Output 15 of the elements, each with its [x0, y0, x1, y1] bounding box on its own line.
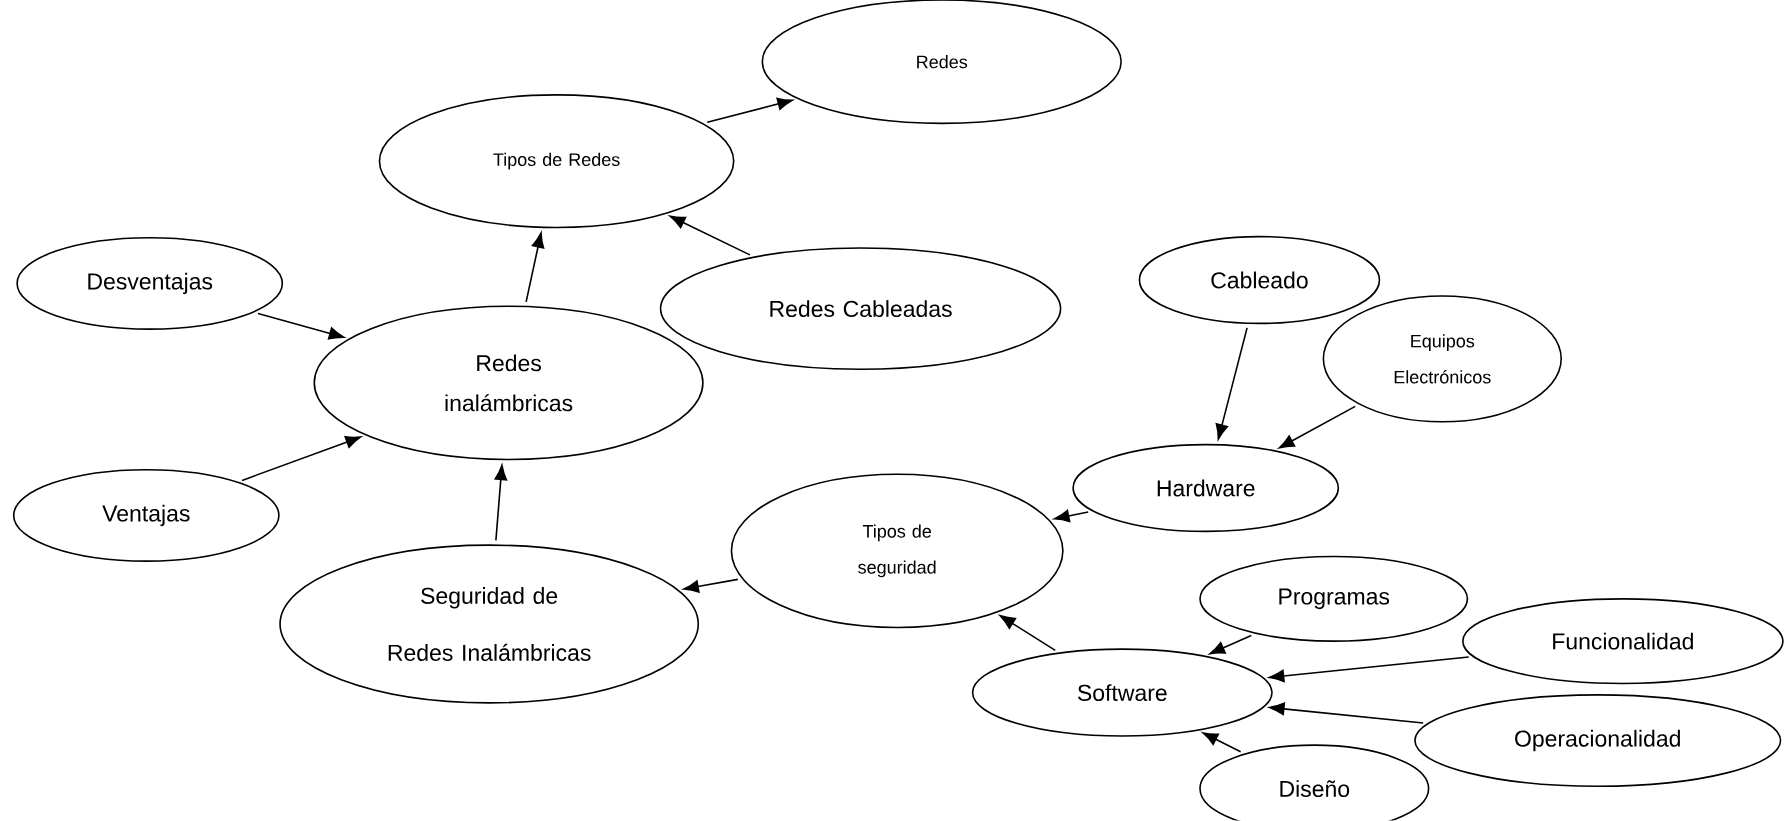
- arrow: [683, 578, 739, 594]
- arrow: [999, 615, 1057, 652]
- arrow: [1202, 732, 1242, 753]
- arrow: [494, 464, 508, 542]
- arrow: [1278, 405, 1357, 449]
- arrow: [257, 312, 345, 340]
- arrow: [1268, 656, 1470, 683]
- arrow: [706, 97, 793, 124]
- arrow: [1209, 634, 1253, 655]
- arrow: [1215, 327, 1248, 440]
- arrow: [1053, 509, 1089, 523]
- arrow: [1269, 702, 1424, 724]
- arrow: [241, 436, 362, 482]
- arrow: [525, 232, 545, 303]
- arrow: [669, 215, 751, 256]
